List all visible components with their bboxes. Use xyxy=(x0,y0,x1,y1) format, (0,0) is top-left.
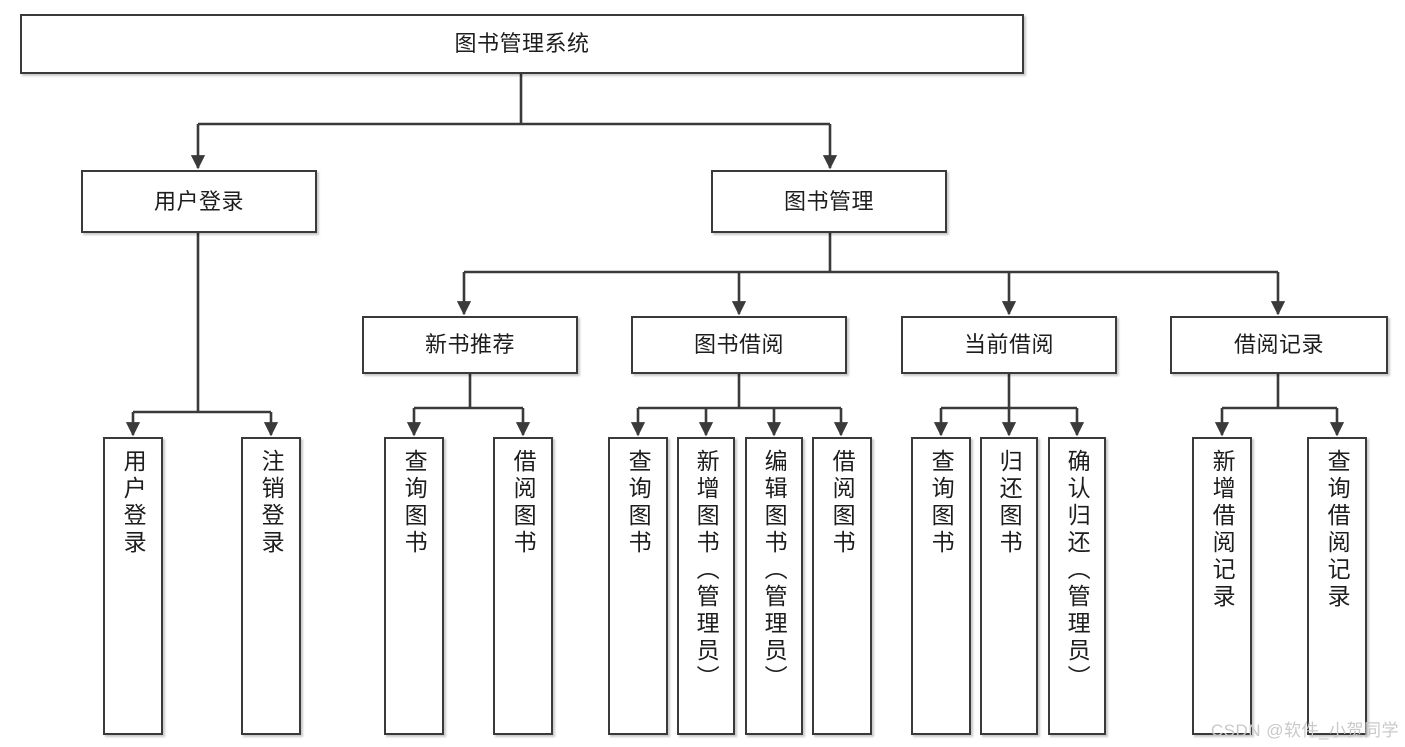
node-leaf-user-login[interactable]: 用户登录 xyxy=(103,437,163,735)
node-leaf-edit-book[interactable]: 编辑图书（管理员） xyxy=(745,437,803,735)
node-borrow-record-label: 借阅记录 xyxy=(1233,332,1324,357)
node-leaf-query-record[interactable]: 查询借阅记录 xyxy=(1307,437,1367,735)
node-leaf-query-book-1[interactable]: 查询图书 xyxy=(384,437,444,735)
node-leaf-query-book-3-label: 查询图书 xyxy=(928,449,955,557)
node-leaf-borrow-book-1[interactable]: 借阅图书 xyxy=(493,437,553,735)
node-book-manage-label: 图书管理 xyxy=(783,188,874,214)
node-leaf-query-record-label: 查询借阅记录 xyxy=(1324,449,1351,611)
node-leaf-borrow-book-2[interactable]: 借阅图书 xyxy=(812,437,872,735)
node-user-login[interactable]: 用户登录 xyxy=(81,170,317,233)
node-book-borrow[interactable]: 图书借阅 xyxy=(631,316,847,374)
node-leaf-add-book[interactable]: 新增图书（管理员） xyxy=(677,437,735,735)
node-leaf-return-book-label: 归还图书 xyxy=(996,449,1023,557)
node-leaf-user-logout[interactable]: 注销登录 xyxy=(241,437,301,735)
node-leaf-query-book-2[interactable]: 查询图书 xyxy=(608,437,668,735)
node-leaf-edit-book-label: 编辑图书（管理员） xyxy=(761,449,788,692)
node-leaf-add-book-label: 新增图书（管理员） xyxy=(693,449,720,692)
node-root-label: 图书管理系统 xyxy=(454,31,590,56)
node-root[interactable]: 图书管理系统 xyxy=(20,14,1024,74)
node-leaf-add-record[interactable]: 新增借阅记录 xyxy=(1192,437,1252,735)
node-new-book-rec-label: 新书推荐 xyxy=(424,332,515,357)
node-borrow-record[interactable]: 借阅记录 xyxy=(1170,316,1388,374)
node-new-book-rec[interactable]: 新书推荐 xyxy=(362,316,578,374)
node-leaf-user-logout-label: 注销登录 xyxy=(258,449,285,557)
node-leaf-confirm-return[interactable]: 确认归还（管理员） xyxy=(1048,437,1106,735)
node-leaf-return-book[interactable]: 归还图书 xyxy=(980,437,1038,735)
node-book-manage[interactable]: 图书管理 xyxy=(711,170,947,233)
node-leaf-user-login-label: 用户登录 xyxy=(120,449,147,557)
node-book-borrow-label: 图书借阅 xyxy=(693,332,784,357)
node-current-borrow[interactable]: 当前借阅 xyxy=(901,316,1117,374)
node-leaf-add-record-label: 新增借阅记录 xyxy=(1209,449,1236,611)
node-leaf-borrow-book-1-label: 借阅图书 xyxy=(510,449,537,557)
node-leaf-query-book-2-label: 查询图书 xyxy=(625,449,652,557)
node-current-borrow-label: 当前借阅 xyxy=(963,332,1054,357)
node-leaf-query-book-1-label: 查询图书 xyxy=(401,449,428,557)
node-leaf-confirm-return-label: 确认归还（管理员） xyxy=(1064,449,1091,692)
node-leaf-query-book-3[interactable]: 查询图书 xyxy=(911,437,971,735)
node-leaf-borrow-book-2-label: 借阅图书 xyxy=(829,449,856,557)
node-user-login-label: 用户登录 xyxy=(153,188,244,214)
